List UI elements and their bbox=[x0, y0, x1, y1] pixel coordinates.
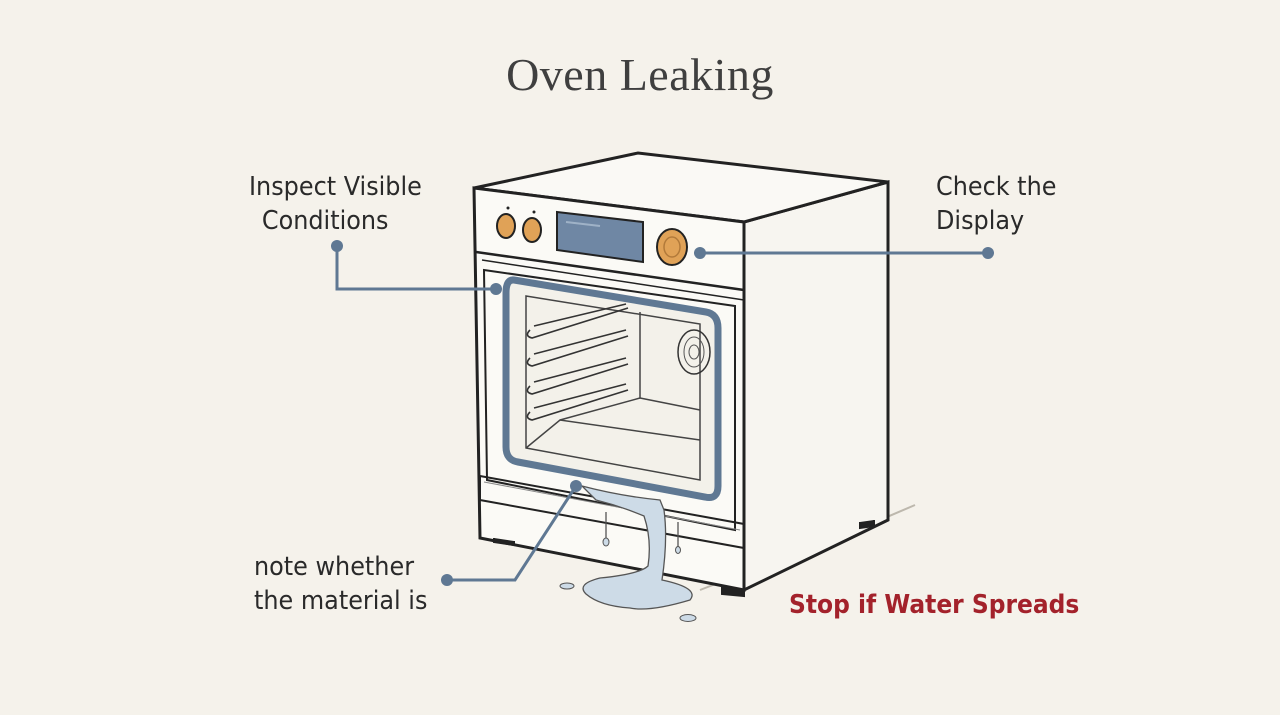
callout-dot-display-end bbox=[982, 247, 994, 259]
control-panel-edge bbox=[475, 250, 745, 292]
callout-dot-inspect-start bbox=[331, 240, 343, 252]
callout-dot-display-start bbox=[694, 247, 706, 259]
water-puddle-icon bbox=[559, 484, 697, 622]
oven-cavity bbox=[525, 295, 701, 481]
oven-racks bbox=[526, 303, 629, 421]
callout-display: Check the Display bbox=[936, 170, 1056, 238]
callout-display-line2: Display bbox=[936, 206, 1025, 236]
callout-line-inspect bbox=[335, 246, 496, 291]
callout-dot-inspect-end bbox=[490, 283, 502, 295]
front-foot-left bbox=[493, 538, 515, 547]
back-foot bbox=[859, 520, 875, 530]
callout-inspect-line1: Inspect Visible bbox=[249, 172, 422, 202]
control-knob-icon bbox=[496, 206, 688, 266]
door-top-edge bbox=[481, 259, 745, 301]
callout-line-material bbox=[447, 485, 578, 582]
warning-label: Stop if Water Spreads bbox=[789, 590, 1080, 620]
cavity-floor-edge bbox=[559, 397, 641, 421]
oven-side-panel bbox=[742, 180, 890, 593]
callout-material: note whether the material is bbox=[254, 550, 427, 618]
callout-display-line1: Check the bbox=[936, 172, 1057, 202]
diagram-title: Oven Leaking bbox=[506, 49, 774, 100]
callout-inspect-line2: Conditions bbox=[261, 206, 389, 236]
callout-dot-material-start bbox=[441, 574, 453, 586]
display-glare bbox=[565, 221, 601, 227]
display-panel bbox=[556, 210, 644, 264]
callout-inspect: Inspect Visible Conditions bbox=[249, 170, 422, 238]
door-frame bbox=[482, 268, 736, 532]
callout-dot-material-end bbox=[570, 480, 582, 492]
callout-material-line2: the material is bbox=[254, 586, 428, 616]
door-seal bbox=[502, 276, 722, 501]
callout-material-line1: note whether bbox=[254, 552, 415, 582]
fan-icon bbox=[677, 329, 711, 375]
drawer-line bbox=[483, 481, 741, 531]
front-foot-right bbox=[721, 586, 745, 598]
